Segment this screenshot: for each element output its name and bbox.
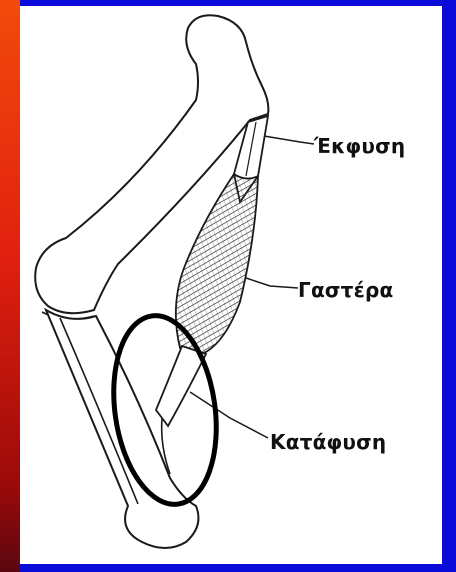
insertion-pointer xyxy=(190,392,268,438)
insertion-label: Κατάφυση xyxy=(270,430,386,454)
origin-pointer xyxy=(264,136,314,144)
belly-pointer xyxy=(246,278,298,288)
origin-label: Έκφυση xyxy=(314,134,405,158)
left-gradient-strip xyxy=(0,0,20,572)
insertion-tendon xyxy=(156,346,206,426)
diagram-panel: Έκφυση Γαστέρα Κατάφυση xyxy=(20,6,442,564)
belly-label: Γαστέρα xyxy=(298,278,393,302)
